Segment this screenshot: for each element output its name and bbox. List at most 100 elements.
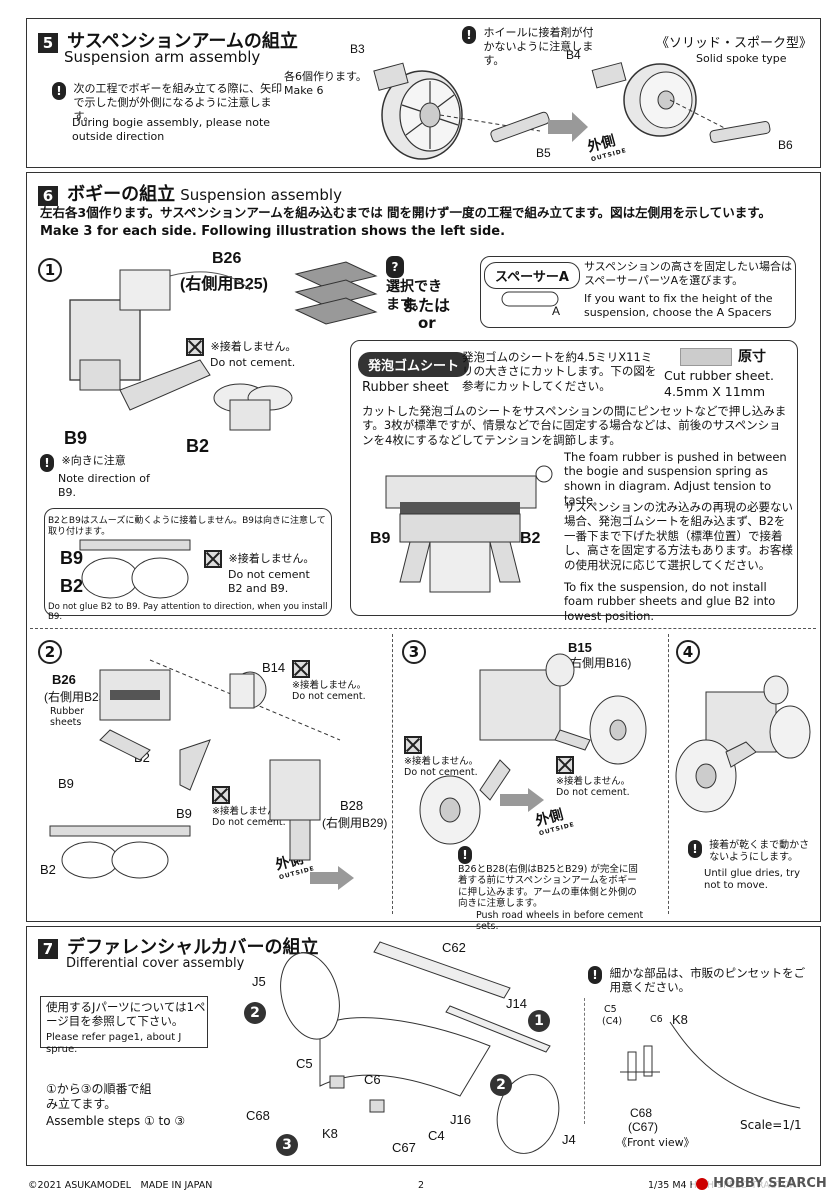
tweezers-jp: 細かな部品は、市販のピンセットをご用意ください。: [609, 966, 806, 995]
sub2-outside-arrow: [310, 866, 354, 890]
caution-icon: !: [588, 966, 602, 984]
step7-section: [26, 926, 821, 1166]
sub2-no-cement-jp: ※接着しません。: [292, 680, 367, 691]
substep-divider-1: [392, 634, 393, 914]
substep1-drawing: [69, 269, 293, 431]
inset-c68: C68: [630, 1106, 653, 1120]
part-c68: C68: [246, 1108, 270, 1123]
step5-section: [26, 18, 821, 168]
step5-wheel-note-jp: ホイールに接着剤が付かないように注意します。: [483, 26, 594, 67]
inset-no-cement-jp: ※接着しません。: [228, 552, 315, 565]
assembly-step-3: 3: [276, 1134, 298, 1156]
no-cement-icon: [556, 756, 574, 774]
step5-note-jp: 次の工程でボギーを組み立てる際に、矢印で示した側が外側になるように注意します。: [73, 82, 283, 123]
part-k8: K8: [322, 1126, 338, 1141]
b9-direction-jp: ※向きに注意: [61, 454, 126, 467]
step7-number: 7: [38, 938, 58, 959]
part-c6: C6: [364, 1072, 381, 1087]
rubber-cut-jp: 発泡ゴムのシートを約4.5ミリX11ミリの大きさにカットします。下の図を参考にカ…: [462, 350, 657, 393]
order-jp: ①から③の順番で組み立てます。: [46, 1082, 152, 1111]
rubber-push-en: The foam rubber is pushed in between the…: [564, 450, 787, 508]
step5-note: ! 次の工程でボギーを組み立てる際に、矢印で示した側が外側になるように注意します…: [52, 82, 292, 123]
sub2-no-cement2-jp: ※接着しません。: [212, 806, 287, 817]
order-en: Assemble steps ① to ③: [46, 1114, 186, 1128]
step6-number: 6: [38, 185, 58, 206]
step6-intro-jp: 左右各3個作ります。サスペンションアームを組み込むまでは 間を開けず一度の工程で…: [40, 205, 772, 220]
j-parts-box: [40, 996, 208, 1048]
b2-b9-inset: [44, 508, 332, 616]
sub3-no-cement-en: Do not cement.: [404, 767, 478, 779]
part-j4: J4: [562, 1132, 576, 1147]
step5-arrow: [548, 112, 588, 142]
no-cement-icon: [186, 338, 204, 356]
scale-label: Scale=1/1: [740, 1118, 802, 1132]
b9-direction-en: Note direction of B9.: [58, 472, 150, 499]
step5-header: 5 サスペンションアームの組立: [38, 27, 298, 53]
rubber-title-en: Rubber sheet: [362, 380, 449, 395]
substep2-drawing: [49, 659, 341, 879]
caution-icon: !: [688, 840, 702, 858]
inset-part-b2: B2: [60, 576, 84, 596]
or-en: or: [418, 314, 436, 332]
rubber-title-pill: 発泡ゴムシート: [358, 352, 470, 377]
part-c67: C67: [392, 1140, 416, 1155]
step6-header: 6 ボギーの組立 Suspension assembly: [38, 180, 342, 206]
substep-1-number: 1: [38, 258, 62, 282]
step6-section: [26, 172, 821, 922]
rubber-cut-en: Cut rubber sheet. 4.5mm X 11mm: [664, 368, 774, 400]
tweezers-note: ! 細かな部品は、市販のピンセットをご用意ください。: [588, 966, 814, 995]
footer-watermark: HOBBY SEARCH: [692, 1172, 831, 1193]
inset-c5: C5: [604, 1004, 617, 1015]
sub3-outside-arrow: [500, 788, 544, 812]
sub2-b9: B9: [58, 776, 74, 791]
substep-4-number: 4: [676, 640, 700, 664]
no-cement-en: Do not cement.: [210, 356, 296, 369]
caution-icon: !: [52, 82, 66, 100]
b9-direction-note: ! ※向きに注意 Note direction of B9.: [40, 454, 150, 500]
part-b2: B2: [186, 436, 210, 456]
fix-jp: サスペンションの沈み込みの再現の必要ない場合、発泡ゴムシートを組み込まず、B2を…: [564, 500, 793, 572]
no-cement-icon: [292, 660, 310, 678]
spacer-title: スペーサーA: [484, 262, 580, 289]
step5-wheel-drawing-2: [591, 62, 771, 143]
part-b3: B3: [350, 42, 365, 56]
inset-c67: (C67): [628, 1120, 659, 1134]
step6-title-en: Suspension assembly: [180, 186, 342, 204]
spacer-part-drawing: [501, 291, 559, 307]
part-b9: B9: [64, 428, 88, 448]
caution-icon: !: [462, 26, 476, 44]
sub2-b9b: B9: [176, 806, 192, 821]
caution-icon: !: [458, 846, 472, 864]
part-b4: B4: [566, 48, 581, 62]
no-cement-icon: [204, 550, 222, 568]
no-cement-icon: [212, 786, 230, 804]
solid-spoke-jp: 《ソリッド・スポーク型》: [656, 36, 813, 51]
front-view-inset: [584, 998, 814, 1124]
sub2-b14: B14: [262, 660, 286, 675]
footer-page: 2: [418, 1180, 425, 1191]
spacer-note-en: If you want to fix the height of the sus…: [584, 292, 773, 319]
rubber-push-jp: カットした発泡ゴムのシートをサスペンションの間にピンセットなどで押し込みます。3…: [362, 404, 787, 447]
sub2-rubber: Rubber sheets: [50, 706, 85, 729]
rubber-size-label: 原寸: [738, 349, 766, 365]
choice-jp: 選択できます。: [386, 279, 442, 314]
substep-divider-2: [668, 634, 669, 914]
sub3-no-cement-jp: ※接着しません。: [404, 756, 479, 767]
sub2-no-cement2: ※接着しません。 Do not cement.: [212, 786, 312, 829]
part-j16: J16: [450, 1112, 471, 1127]
rubber-title: 発泡ゴムシート: [358, 352, 470, 377]
sub4-note-en: Until glue dries, try not to move.: [704, 868, 801, 891]
step7-drawing: [280, 941, 560, 1154]
assembly-step-1: 1: [528, 1010, 550, 1032]
inset-jp: B2とB9はスムーズに動くように接着しません。B9は向きに注意して取り付けます。: [48, 516, 326, 537]
sub3-no-cement2-en: Do not cement.: [556, 787, 630, 799]
part-b26-right: (右側用B25): [180, 276, 269, 293]
step7-title-en: Differential cover assembly: [66, 956, 245, 971]
part-b5: B5: [536, 146, 551, 160]
caution-icon: ?: [386, 256, 404, 278]
rubber-part-b2: B2: [520, 530, 541, 547]
step6-title-jp: ボギーの組立: [67, 184, 176, 205]
inset-c6: C6: [650, 1014, 663, 1025]
step5-wheel-drawing-1: [373, 62, 550, 160]
part-j14: J14: [506, 996, 527, 1011]
